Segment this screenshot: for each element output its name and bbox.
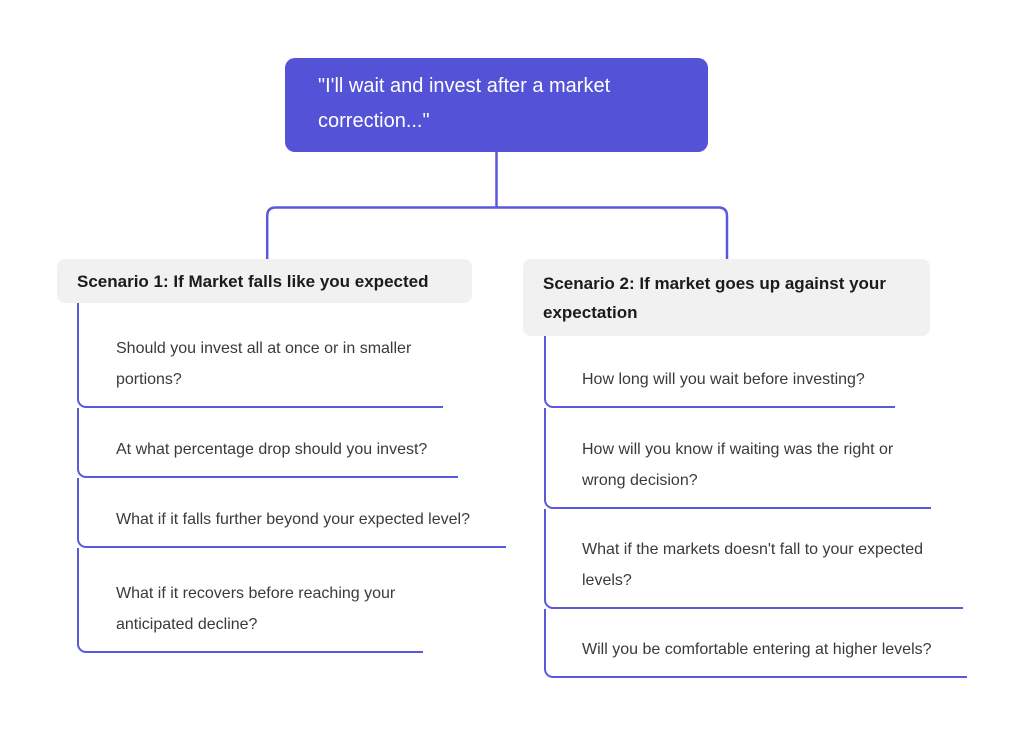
branch-bracket-line	[265, 206, 729, 260]
branch-2-item-1-label: How long will you wait before investing?	[582, 371, 865, 388]
branch-2-title: Scenario 2: If market goes up against yo…	[543, 273, 886, 322]
branch-1-item-1-label: Should you invest all at once or in smal…	[116, 340, 412, 388]
root-node[interactable]: "I'll wait and invest after a market cor…	[285, 58, 708, 152]
branch-1-title: Scenario 1: If Market falls like you exp…	[77, 271, 429, 291]
branch-2-header[interactable]: Scenario 2: If market goes up against yo…	[523, 259, 930, 336]
branch-1-item-4[interactable]: What if it recovers before reaching your…	[77, 548, 423, 653]
branch-2-item-1[interactable]: How long will you wait before investing?	[544, 336, 895, 408]
root-node-label: "I'll wait and invest after a market cor…	[318, 75, 611, 132]
branch-1-item-3[interactable]: What if it falls further beyond your exp…	[77, 478, 506, 548]
branch-1-item-2-label: At what percentage drop should you inves…	[116, 441, 428, 458]
branch-2-item-3[interactable]: What if the markets doesn't fall to your…	[544, 509, 963, 609]
branch-2-item-4-label: Will you be comfortable entering at high…	[582, 641, 932, 658]
branch-1-item-2[interactable]: At what percentage drop should you inves…	[77, 408, 458, 478]
branch-2-item-3-label: What if the markets doesn't fall to your…	[582, 541, 923, 589]
branch-2-item-2-label: How will you know if waiting was the rig…	[582, 441, 894, 489]
branch-1-header[interactable]: Scenario 1: If Market falls like you exp…	[57, 259, 472, 303]
branch-1-item-4-label: What if it recovers before reaching your…	[116, 585, 396, 633]
branch-1-item-3-label: What if it falls further beyond your exp…	[116, 511, 470, 528]
branch-2-item-2[interactable]: How will you know if waiting was the rig…	[544, 408, 931, 509]
branch-2-item-4[interactable]: Will you be comfortable entering at high…	[544, 609, 967, 678]
branch-1-item-1[interactable]: Should you invest all at once or in smal…	[77, 303, 443, 408]
